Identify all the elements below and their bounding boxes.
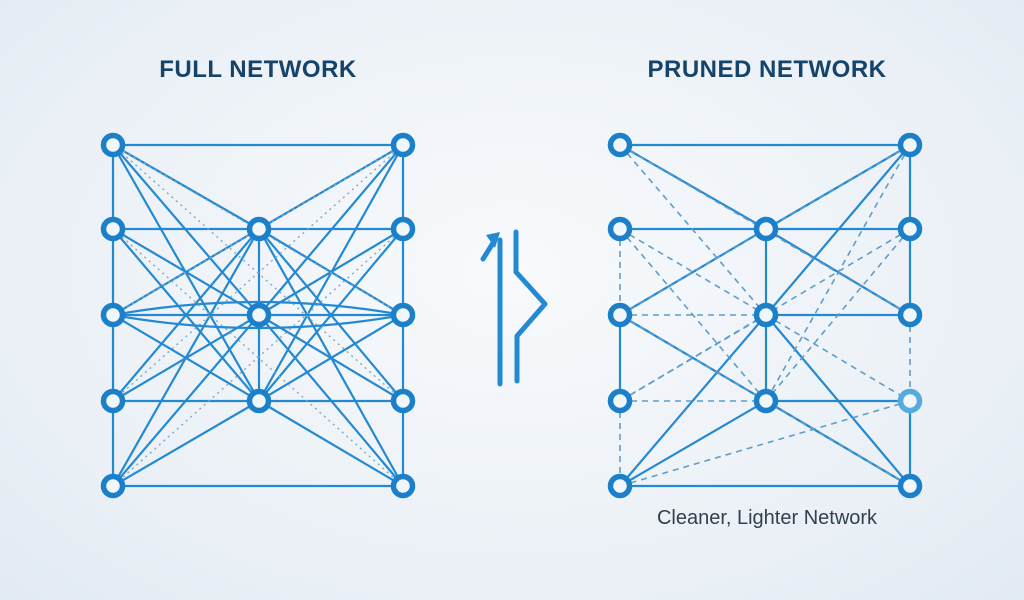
network-node	[100, 473, 126, 499]
arrow-head	[486, 232, 500, 248]
network-edge-solid	[112, 228, 260, 402]
network-edge-solid	[258, 144, 404, 316]
network-node	[753, 388, 779, 414]
network-node	[100, 132, 126, 158]
network-node	[607, 132, 633, 158]
network-edge-dashed	[619, 228, 767, 402]
network-node	[246, 302, 272, 328]
network-edge-solid	[112, 228, 260, 487]
network-edge-solid	[619, 400, 767, 487]
network-edge-dashed	[765, 144, 911, 402]
pruned-network-diagram	[607, 132, 923, 499]
network-node	[897, 473, 923, 499]
network-node	[246, 216, 272, 242]
pruned-network-title: PRUNED NETWORK	[647, 56, 887, 83]
network-node	[246, 388, 272, 414]
network-node	[100, 216, 126, 242]
network-node	[100, 388, 126, 414]
network-node	[607, 302, 633, 328]
network-edge-solid	[258, 228, 404, 402]
network-node	[390, 388, 416, 414]
network-edge-solid	[619, 144, 767, 230]
network-edge-solid	[765, 144, 911, 316]
network-node	[390, 132, 416, 158]
network-node	[753, 216, 779, 242]
network-node	[607, 388, 633, 414]
full-network-title: FULL NETWORK	[159, 56, 357, 83]
network-edge-solid	[619, 228, 767, 316]
network-node	[390, 473, 416, 499]
network-edge-dashed	[619, 400, 911, 487]
network-node	[897, 302, 923, 328]
network-edge-solid	[619, 314, 767, 487]
network-edge-solid	[258, 314, 404, 402]
network-edge-dotted	[112, 228, 404, 487]
network-node	[607, 473, 633, 499]
network-node	[897, 388, 923, 414]
network-node	[390, 302, 416, 328]
network-edge-dashed	[765, 228, 911, 402]
network-node	[897, 132, 923, 158]
network-edge-dotted	[112, 144, 404, 402]
full-network-diagram	[100, 132, 416, 499]
network-edge-solid	[112, 400, 260, 487]
network-edge-solid	[112, 300, 404, 317]
network-node	[607, 216, 633, 242]
arrow-branch-chevron	[513, 229, 548, 384]
prune-transform-arrow-icon	[480, 229, 548, 387]
network-edge-dashed	[619, 144, 767, 316]
network-edge-solid	[258, 400, 404, 487]
network-node	[100, 302, 126, 328]
pruned-network-caption: Cleaner, Lighter Network	[656, 507, 878, 529]
network-edge-solid	[112, 313, 404, 330]
network-node	[390, 216, 416, 242]
network-node	[897, 216, 923, 242]
network-edge-solid	[112, 314, 260, 487]
arrow-diagonal	[480, 240, 496, 262]
network-node	[753, 302, 779, 328]
network-edge-dashed	[765, 314, 911, 402]
